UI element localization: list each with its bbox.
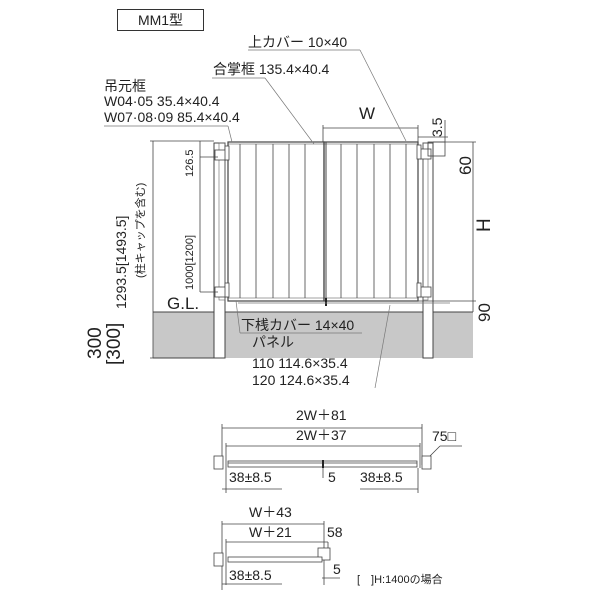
dim-bottom-gap: 90	[475, 303, 494, 322]
plan-single-gate	[213, 521, 340, 590]
dim-top-gap: 3.5	[429, 117, 445, 137]
dim-height-h: H	[474, 218, 495, 232]
ground-level-label: G.L.	[167, 294, 200, 313]
panel-110-label: 110 114.6×35.4	[252, 355, 348, 371]
dim-single-gap: 5	[333, 561, 341, 577]
dim-single-post-offset: 58	[327, 524, 343, 540]
model-title: MM1型	[117, 9, 204, 31]
panel-title: パネル	[252, 334, 294, 350]
hinge-frame-title: 吊元框	[104, 78, 146, 94]
dim-single-swing: 38±8.5	[229, 567, 272, 583]
right-post	[422, 142, 434, 359]
dim-double-inner: 2W＋37	[296, 427, 347, 443]
dim-embed-depth: 300	[85, 327, 106, 359]
ground-fill	[153, 312, 473, 358]
plan-double-gate	[213, 424, 462, 493]
hinge-frame-w0405: W04·05 35.4×40.4	[104, 93, 220, 109]
bottom-cover-label: 下桟カバー 14×40	[241, 317, 355, 333]
hinge-right-bottom	[416, 282, 432, 298]
left-post	[213, 142, 226, 359]
gate-right-leaf	[323, 141, 419, 302]
dim-post-height: 1293.5[1493.5]	[113, 215, 129, 309]
hinge-left-top	[214, 145, 230, 161]
center-frame-label: 合掌框 135.4×40.4	[213, 61, 330, 77]
dim-post-size: 75□	[432, 428, 457, 444]
dim-hinge-spacing: 1000[1200]	[184, 234, 196, 290]
panel-120-label: 120 124.6×35.4	[252, 372, 350, 388]
dim-double-left-swing: 38±8.5	[229, 469, 272, 485]
hinge-right-top	[416, 141, 446, 160]
dim-double-center-gap: 5	[328, 469, 336, 485]
dim-double-right-swing: 38±8.5	[360, 469, 403, 485]
dim-embed-depth-alt: [300]	[104, 322, 125, 365]
footnote-h1400: [ ]H:1400の場合	[357, 574, 443, 586]
dim-single-outer: W＋43	[249, 504, 292, 520]
dim-double-outer: 2W＋81	[296, 407, 347, 423]
dim-post-height-note: (柱キャップを含む)	[135, 182, 147, 278]
dim-post-top: 60	[456, 156, 475, 175]
gate-left-leaf	[227, 141, 325, 302]
hinge-frame-w070809: W07·08·09 85.4×40.4	[104, 109, 240, 125]
dim-hinge-top-offset: 126.5	[184, 149, 196, 177]
dim-single-inner: W＋21	[249, 524, 292, 540]
dim-width-w: W	[359, 104, 376, 123]
top-cover-label: 上カバー 10×40	[248, 34, 348, 50]
